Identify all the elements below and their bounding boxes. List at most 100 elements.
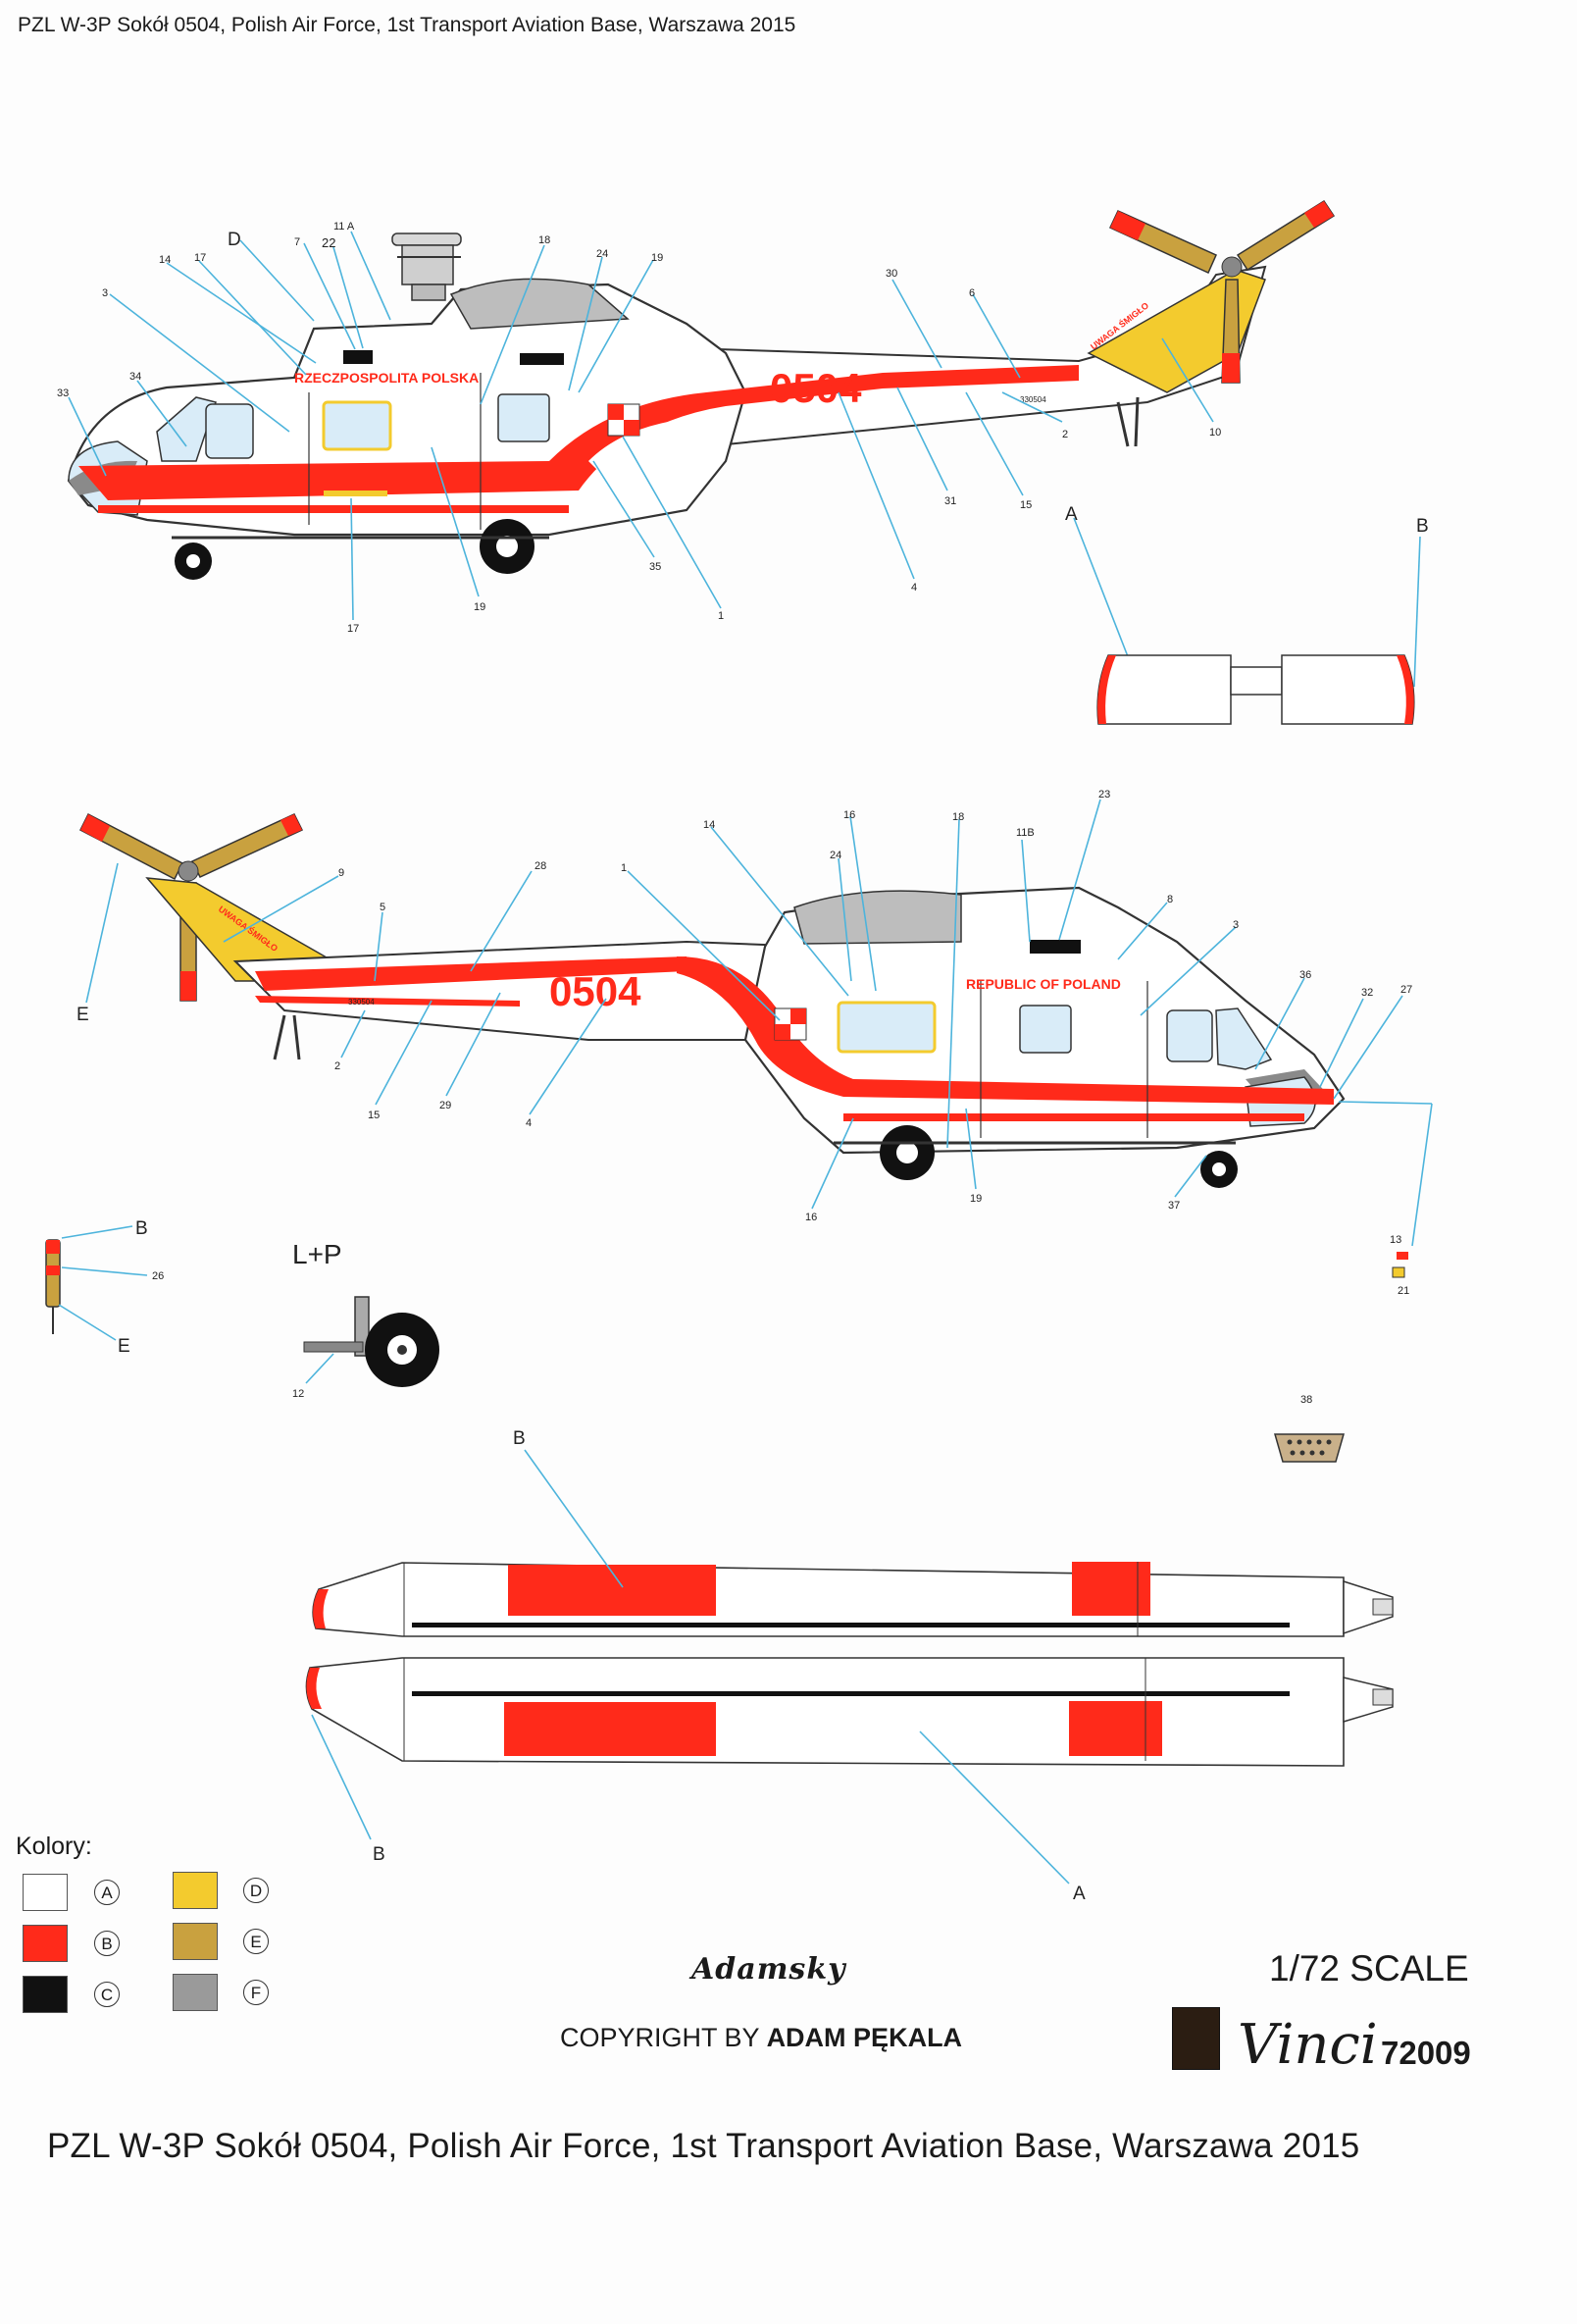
svg-text:A: A — [1073, 1884, 1086, 1904]
blade-tip-detail: B 26 E — [45, 1218, 164, 1357]
swatch-b — [23, 1925, 68, 1962]
svg-text:17: 17 — [347, 623, 359, 635]
svg-text:11 A: 11 A — [333, 221, 355, 232]
swatch-a-letter: A — [94, 1880, 120, 1905]
svg-text:1: 1 — [621, 862, 627, 874]
svg-text:17: 17 — [194, 252, 206, 264]
svg-text:37: 37 — [1168, 1200, 1180, 1212]
legend-title: Kolory: — [16, 1833, 92, 1860]
svg-text:31: 31 — [944, 495, 956, 507]
svg-text:3: 3 — [1233, 919, 1239, 931]
vinci-logo: Vinci — [1238, 2013, 1378, 2077]
small-serial-right: 330504 — [348, 998, 375, 1007]
swatch-d-letter: D — [243, 1878, 269, 1903]
svg-text:E: E — [118, 1336, 130, 1357]
swatch-f — [173, 1974, 218, 2011]
svg-text:36: 36 — [1299, 969, 1311, 981]
svg-text:B: B — [513, 1428, 526, 1449]
vinci-portrait — [1172, 2007, 1220, 2070]
svg-text:18: 18 — [952, 811, 964, 823]
svg-text:30: 30 — [886, 268, 897, 280]
svg-text:24: 24 — [596, 248, 608, 260]
inscription-right: REPUBLIC OF POLAND — [966, 976, 1121, 992]
svg-text:23: 23 — [1098, 789, 1110, 800]
scale-label: 1/72 SCALE — [1269, 1948, 1469, 1988]
svg-text:19: 19 — [474, 601, 485, 613]
callout-labels-right: 9 28 1 14 16 24 18 11B 23 8 3 36 32 27 E… — [76, 789, 1412, 1297]
svg-text:34: 34 — [129, 371, 141, 383]
svg-text:15: 15 — [368, 1110, 380, 1121]
svg-text:12: 12 — [292, 1388, 304, 1400]
svg-text:27: 27 — [1400, 984, 1412, 996]
svg-text:35: 35 — [649, 561, 661, 573]
swatch-d — [173, 1872, 218, 1909]
svg-text:10: 10 — [1209, 427, 1221, 439]
svg-text:4: 4 — [911, 582, 917, 594]
kit-number: 72009 — [1381, 2035, 1471, 2071]
decal-13 — [1397, 1252, 1408, 1260]
bottom-title: PZL W-3P Sokół 0504, Polish Air Force, 1… — [47, 2127, 1360, 2165]
svg-text:B: B — [373, 1844, 385, 1865]
small-serial-left: 330504 — [1020, 395, 1046, 404]
svg-text:B: B — [135, 1218, 148, 1239]
callout-labels-left: 11 A D 7 22 18 24 19 14 17 3 34 33 30 6 … — [57, 221, 1429, 635]
decal-21 — [1392, 1266, 1405, 1278]
copyright: COPYRIGHT BY ADAM PĘKALA — [560, 2023, 962, 2053]
svg-text:2: 2 — [1062, 429, 1068, 440]
svg-text:14: 14 — [159, 254, 171, 266]
main-wheel-detail: L+P 12 — [292, 1239, 439, 1400]
checkerboard-left — [607, 403, 640, 437]
helicopter-left-view: 0504 RZECZPOSPOLITA POLSKA UWAGA ŚMIGŁO … — [67, 199, 1336, 580]
svg-text:38: 38 — [1300, 1394, 1312, 1406]
copyright-name: ADAM PĘKALA — [766, 2023, 963, 2052]
tail-rotor-left — [1108, 199, 1336, 384]
top-title: PZL W-3P Sokół 0504, Polish Air Force, 1… — [18, 14, 796, 36]
blade-callouts: B B A — [311, 1428, 1086, 1904]
svg-text:7: 7 — [294, 236, 300, 248]
fairing-detail — [1096, 654, 1415, 725]
svg-text:15: 15 — [1020, 499, 1032, 511]
svg-text:B: B — [1416, 516, 1429, 537]
svg-text:A: A — [1065, 504, 1078, 525]
svg-text:D: D — [228, 230, 241, 250]
svg-text:11B: 11B — [1016, 827, 1035, 839]
panel-detail: 38 — [1274, 1394, 1345, 1463]
svg-text:16: 16 — [843, 809, 855, 821]
svg-text:4: 4 — [526, 1117, 532, 1129]
svg-text:6: 6 — [969, 287, 975, 299]
swatch-e-letter: E — [243, 1929, 269, 1954]
svg-text:16: 16 — [805, 1212, 817, 1223]
svg-text:28: 28 — [534, 860, 546, 872]
svg-text:14: 14 — [703, 819, 715, 831]
rotor-blade-lower — [305, 1657, 1394, 1767]
svg-text:5: 5 — [380, 902, 385, 913]
serial-left: 0504 — [770, 365, 862, 411]
callouts-right — [85, 799, 1433, 1247]
swatch-c-letter: C — [94, 1982, 120, 2007]
svg-text:E: E — [76, 1005, 89, 1025]
svg-text:32: 32 — [1361, 987, 1373, 999]
callouts-left — [68, 231, 1421, 688]
svg-text:2: 2 — [334, 1060, 340, 1072]
swatch-b-letter: B — [94, 1931, 120, 1956]
svg-text:18: 18 — [538, 234, 550, 246]
svg-text:19: 19 — [970, 1193, 982, 1205]
rotor-blade-upper — [312, 1562, 1394, 1637]
rotor-head-left — [391, 232, 462, 301]
swatch-a — [23, 1874, 68, 1911]
svg-text:21: 21 — [1398, 1285, 1409, 1297]
svg-text:29: 29 — [439, 1100, 451, 1111]
svg-text:8: 8 — [1167, 894, 1173, 905]
svg-text:L+P: L+P — [292, 1239, 342, 1269]
svg-text:24: 24 — [830, 850, 841, 861]
adamsky-logo: Adamsky — [691, 1952, 846, 1987]
svg-text:3: 3 — [102, 287, 108, 299]
svg-text:1: 1 — [718, 610, 724, 622]
swatch-c — [23, 1976, 68, 2013]
svg-text:33: 33 — [57, 387, 69, 399]
inscription-left: RZECZPOSPOLITA POLSKA — [294, 370, 479, 386]
svg-text:9: 9 — [338, 867, 344, 879]
helicopter-right-view: 0504 REPUBLIC OF POLAND UWAGA ŚMIGŁO 330… — [78, 812, 1346, 1188]
copyright-prefix: COPYRIGHT BY — [560, 2023, 767, 2052]
